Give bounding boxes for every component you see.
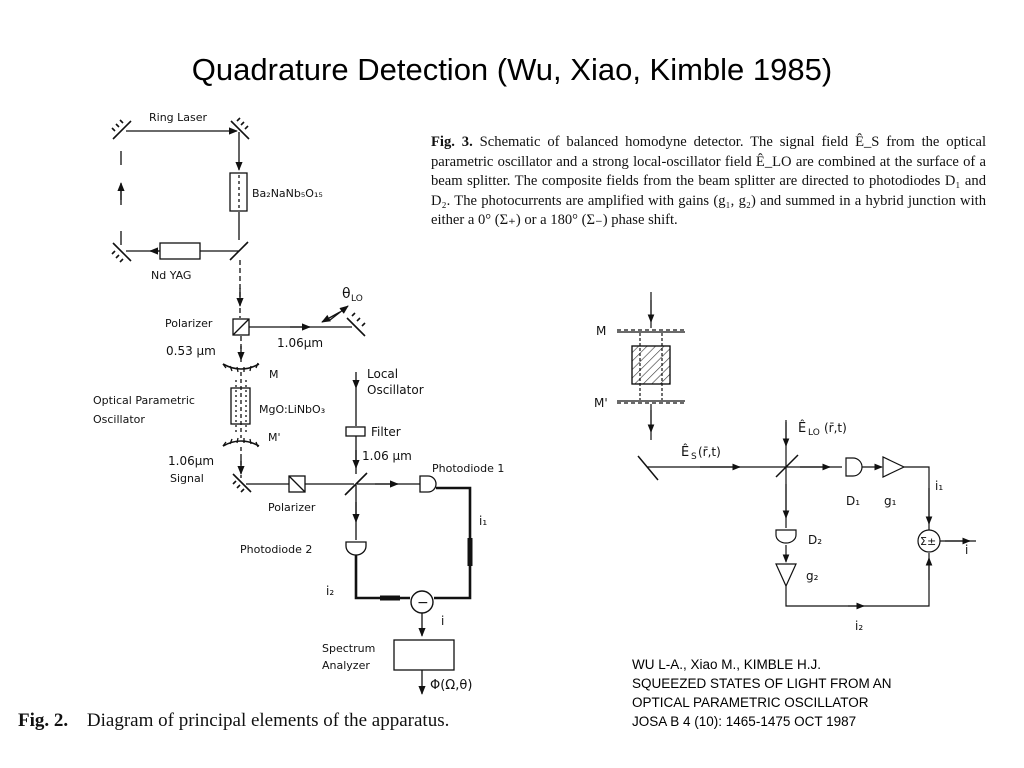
label-polarizer-bottom: Polarizer — [268, 501, 316, 514]
reference-line-3: OPTICAL PARAMETRIC OSCILLATOR — [632, 695, 869, 710]
fig3-mirror — [637, 455, 659, 481]
label-filter: Filter — [371, 425, 401, 439]
fig3-diagram — [617, 292, 976, 610]
label-photodiode2: Photodiode 2 — [240, 543, 312, 556]
filter-box — [345, 426, 366, 437]
ring-mirror-br — [229, 241, 249, 261]
label-opo-1: Optical Parametric — [93, 394, 195, 407]
fig3-label-elo-arg: (r̄,t) — [824, 421, 847, 435]
fig3-label-es-sub: S — [691, 452, 697, 462]
fig3-caption-text: Schematic of balanced homodyne detector.… — [431, 134, 986, 228]
label-signal-wl: 1.06μm — [168, 454, 214, 468]
label-ring-laser: Ring Laser — [149, 111, 208, 124]
spectrum-analyzer-box — [393, 639, 455, 671]
fig3-label-elo: Ê — [798, 420, 806, 436]
label-m-prime: M' — [268, 431, 281, 444]
reference-line-1: WU L-A., Xiao M., KIMBLE H.J. — [632, 657, 822, 672]
cable-i1 — [434, 486, 472, 600]
fig3-label-m: M — [596, 324, 606, 338]
photodiode1-shape — [419, 475, 437, 493]
fig3-d1 — [845, 457, 863, 477]
fig3-label-i-out: i — [965, 543, 968, 557]
fig2-caption: Fig. 2. Diagram of principal elements of… — [18, 710, 449, 732]
label-i2: i₂ — [326, 584, 334, 598]
fig3-label-g2: g₂ — [806, 569, 819, 583]
opo-mirror-m — [222, 363, 260, 370]
label-wl-106a: 1.06μm — [277, 336, 323, 350]
label-opo-2: Oscillator — [93, 413, 145, 426]
fig3-i1-line — [904, 466, 930, 530]
label-spectrum: Spectrum — [322, 642, 375, 655]
theta-arrow-b — [321, 311, 341, 323]
fig2-diagram — [111, 117, 473, 695]
label-theta-sub: LO — [351, 294, 363, 304]
label-nd-yag: Nd YAG — [151, 269, 191, 282]
reference-citation: WU L-A., Xiao M., KIMBLE H.J. SQUEEZED S… — [632, 655, 892, 731]
label-wl-053: 0.53 μm — [166, 344, 216, 358]
fig3-label-d1: D₁ — [846, 494, 860, 508]
reference-line-2: SQUEEZED STATES OF LIGHT FROM AN — [632, 676, 892, 691]
label-m: M — [269, 368, 279, 381]
ring-mirror-tl — [111, 119, 132, 140]
opo-crystal-hatched — [631, 345, 671, 385]
label-local: Local — [367, 367, 398, 381]
slide-title: Quadrature Detection (Wu, Xiao, Kimble 1… — [191, 52, 833, 87]
label-analyzer: Analyzer — [322, 659, 370, 672]
fig3-label-i1: i₁ — [935, 479, 943, 493]
reference-line-4: JOSA B 4 (10): 1465-1475 OCT 1987 — [632, 714, 857, 729]
label-minus: − — [417, 595, 429, 611]
label-wl-106b: 1.06 μm — [362, 449, 412, 463]
fig2-caption-text: Diagram of principal elements of the app… — [86, 710, 450, 731]
photodiode2-shape — [345, 541, 367, 556]
fig3-label-sigma: Σ± — [920, 535, 936, 548]
label-oscillator: Oscillator — [367, 383, 424, 397]
fig3-d2 — [775, 529, 797, 544]
label-polarizer-top: Polarizer — [165, 317, 213, 330]
ring-mirror-tr — [230, 117, 250, 140]
label-i1: i₁ — [479, 514, 487, 528]
label-photodiode1: Photodiode 1 — [432, 462, 504, 475]
fig3-label-es-arg: (r̄,t) — [698, 445, 721, 459]
label-crystal: Ba₂NaNb₅O₁₅ — [252, 187, 323, 200]
nd-yag-box — [159, 242, 201, 260]
label-phi: Φ(Ω,θ) — [430, 678, 472, 693]
leak-mirror — [346, 312, 366, 337]
crystal-box — [229, 172, 248, 212]
beam-splitter — [344, 472, 368, 496]
fig3-caption: Fig. 3. Schematic of balanced homodyne d… — [431, 133, 986, 231]
fig2-caption-lead: Fig. 2. — [18, 710, 69, 731]
fig3-label-m-prime: M' — [594, 396, 608, 410]
fig3-label-es: Ê — [681, 444, 689, 460]
label-signal: Signal — [170, 472, 204, 485]
signal-mirror — [232, 473, 252, 493]
label-i-out: i — [441, 614, 444, 628]
fig3-label-elo-sub: LO — [808, 428, 820, 438]
ring-mirror-bl — [111, 242, 132, 263]
fig3-label-g1: g₁ — [884, 494, 897, 508]
fig3-label-d2: D₂ — [808, 533, 822, 547]
opo-mirror-m-prime — [222, 440, 260, 447]
label-theta: θ — [342, 286, 351, 302]
label-opo-crystal: MgO:LiNbO₃ — [259, 403, 325, 416]
fig3-label-i2: i₂ — [855, 619, 863, 633]
fig3-beam-splitter — [775, 454, 799, 478]
cable-i2 — [354, 555, 410, 600]
fig3-g1 — [882, 456, 906, 478]
fig3-g2 — [775, 563, 797, 588]
fig3-caption-lead: Fig. 3. — [431, 134, 473, 150]
